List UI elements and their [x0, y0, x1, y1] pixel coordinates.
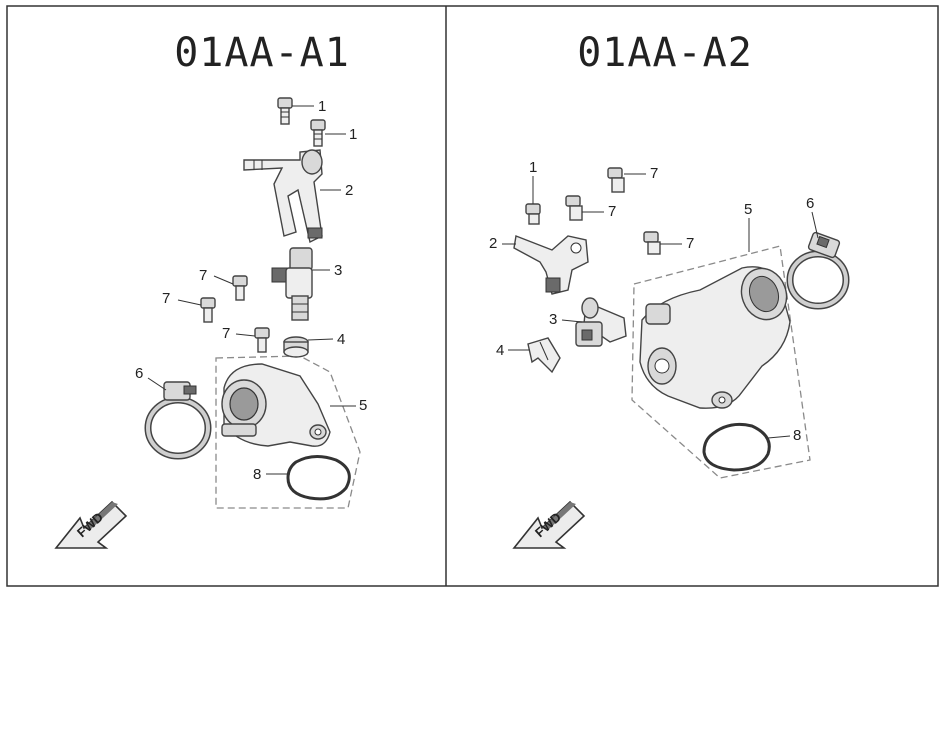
assembly-outline [631, 245, 811, 479]
callout-label: 7 [162, 290, 170, 307]
injector-icon [575, 297, 627, 347]
forward-arrow-icon: FWD [512, 500, 586, 549]
seal-ring-icon [283, 336, 309, 358]
callout-label: 1 [349, 126, 357, 143]
bolt-icon [200, 297, 216, 323]
hose-clamp-icon [144, 381, 212, 460]
callout-label: 5 [359, 397, 367, 414]
panel-right: 01AA-A2 [489, 30, 850, 549]
panel-left: 01AA-A1 [54, 30, 367, 549]
callout-label: 7 [608, 203, 616, 220]
intake-manifold-icon [639, 266, 791, 409]
callout-label: 6 [135, 365, 143, 382]
callout-label: 8 [793, 427, 801, 444]
bolt-icon [232, 275, 248, 301]
callout-label: 1 [318, 98, 326, 115]
callout-label: 3 [549, 311, 557, 328]
callout-label: 3 [334, 262, 342, 279]
callout-label: 7 [199, 267, 207, 284]
callout-label: 7 [650, 165, 658, 182]
hose-clamp-icon [786, 231, 850, 310]
callout-label: 7 [222, 325, 230, 342]
callout-label: 7 [686, 235, 694, 252]
bolt-icon [310, 119, 326, 147]
callout-label: 2 [489, 235, 497, 252]
panel-title: 01AA-A1 [174, 30, 350, 76]
bolt-icon [607, 167, 625, 193]
o-ring-icon [702, 422, 771, 472]
clip-icon [527, 337, 561, 374]
assembly-outline [215, 355, 361, 509]
intake-manifold-icon [221, 363, 331, 447]
fuel-pipe-icon [513, 235, 589, 295]
o-ring-icon [286, 455, 351, 501]
bolt-icon [565, 195, 583, 221]
diagram-frame [6, 5, 939, 587]
callout-label: 1 [529, 159, 537, 176]
bolt-icon [277, 97, 293, 125]
panel-title: 01AA-A2 [577, 30, 753, 76]
bolt-icon [525, 203, 541, 225]
callout-label: 8 [253, 466, 261, 483]
callout-label: 2 [345, 182, 353, 199]
callout-label: 4 [496, 342, 504, 359]
injector-icon [271, 247, 313, 321]
callout-label: 5 [744, 201, 752, 218]
callout-label: 4 [337, 331, 345, 348]
bolt-icon [643, 231, 661, 255]
fuel-pipe-icon [243, 149, 323, 244]
forward-arrow-icon: FWD [54, 500, 128, 549]
callout-label: 6 [806, 195, 814, 212]
bolt-icon [254, 327, 270, 353]
